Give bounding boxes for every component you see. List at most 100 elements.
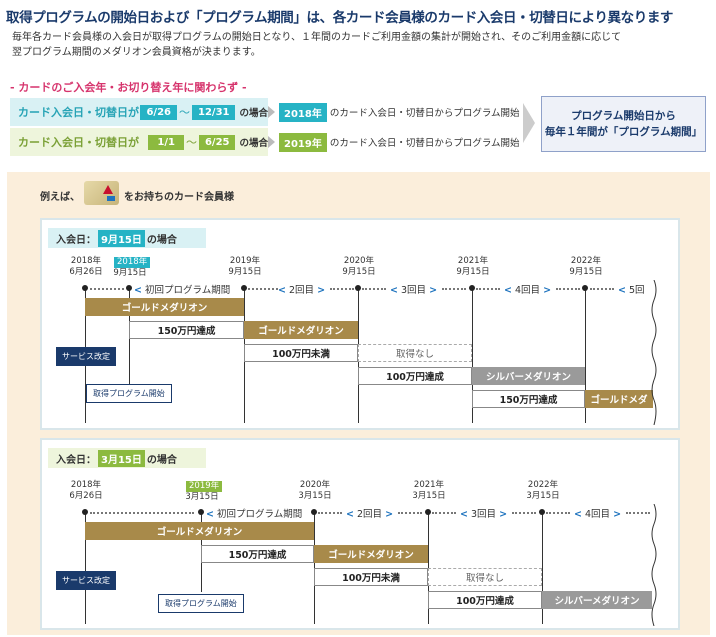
arrow-right-icon [523,103,535,143]
program-period-summary: プログラム開始日から 毎年１年間が「プログラム期間」 [541,96,706,152]
bar-none: 取得なし [358,344,472,362]
timeline-dot [469,285,475,291]
condition-result-2019: 2019年 のカード入会日・切替日からプログラム開始 [279,128,534,156]
timeline-dot [198,509,204,515]
period-label-2: < 2回目 > [346,509,394,520]
bar-gold-medallion: ゴールドメダリオン [244,321,358,339]
date-to-chip: 6/25 [198,134,236,150]
condition-row-2018: カード入会日・切替日が 6/26 ～ 12/31 の場合 [10,98,268,126]
timeline-dot [241,285,247,291]
timeline-marker-line [585,288,586,423]
summary-line-2: 毎年１年間が「プログラム期間」 [544,126,703,138]
period-label-4: < 4回目 > [504,285,552,296]
timeline-dotted-axis [476,288,500,290]
summary-line-1: プログラム開始日から [571,110,676,122]
period-label-4: < 4回目 > [574,509,622,520]
bar-spend-under: 100万円未満 [314,568,428,586]
date-to-chip: 12/31 [192,104,236,120]
case-suffix: の場合 [239,108,268,119]
timeline-dotted-axis [318,512,342,514]
timeline-marker-line [542,512,543,624]
example-suffix: をお持ちのカード会員様 [124,192,234,203]
chevron-right-icon [268,136,275,148]
period-label-2: < 2回目 > [278,285,326,296]
timeline-dotted-axis [330,288,354,290]
tilde: ～ [179,106,190,119]
note-label: - カードのご入会年・お切り替え年に関わらず - [10,81,247,94]
result-text: のカード入会日・切替日からプログラム開始 [329,108,520,119]
tick-year-chip: 2019年 [186,481,223,492]
timeline-marker-line [472,288,473,423]
timeline-dotted-axis [442,288,466,290]
condition-row-2019: カード入会日・切替日が 1/1 ～ 6/25 の場合 [10,128,268,156]
date-from-chip: 6/26 [140,104,177,120]
timeline-dotted-axis [512,512,536,514]
timeline-dotted-axis [556,288,580,290]
bar-spend-achieved: 150万円達成 [201,545,314,563]
bar-spend-achieved: 150万円達成 [129,321,244,339]
tick-label: 9月15日 [113,268,147,278]
condition-result-2018: 2018年 のカード入会日・切替日からプログラム開始 [279,98,534,126]
title-prefix: 入会日： [56,454,96,466]
example-prefix: 例えば、 [40,192,80,203]
timeline-dotted-axis [626,512,650,514]
chevron-right-icon [268,106,275,118]
bar-silver-medallion: シルバーメダリオン [542,591,652,609]
bar-gold-medallion: ゴールドメダリオン [85,298,244,316]
intro-text: 毎年各カード会員様の入会日が取得プログラムの開始日となり、１年間のカードご利用金… [12,30,702,60]
period-label-1: < 初回プログラム期間 [134,285,231,296]
bar-spend-achieved: 100万円達成 [358,367,472,385]
timeline-dot [425,509,431,515]
timeline-dot [82,509,88,515]
timeline-dot [539,509,545,515]
year-chip: 2019年 [279,132,327,152]
delta-gold-card-icon [84,181,119,205]
intro-line-1: 毎年各カード会員様の入会日が取得プログラムの開始日となり、１年間のカードご利用金… [12,32,622,43]
panel-title: 入会日： 9月15日 の場合 [48,228,206,248]
period-label-5: < 5回 [618,285,645,296]
page-heading: 取得プログラムの開始日および「プログラム期間」は、各カード会員様のカード入会日・… [6,10,674,26]
bar-spend-achieved: 100万円達成 [428,591,542,609]
case-suffix: の場合 [239,138,268,149]
timeline-dot [355,285,361,291]
bar-gold-medallion: ゴールドメダリオン [314,545,428,563]
result-text: のカード入会日・切替日からプログラム開始 [329,138,520,149]
timeline-dotted-axis [248,288,278,290]
torn-edge [651,504,657,626]
program-start-badge: 取得プログラム開始 [86,384,172,403]
timeline-dotted-axis [432,512,456,514]
row-label: カード入会日・切替日が [18,136,139,149]
year-chip: 2018年 [279,102,327,122]
torn-edge [651,280,657,425]
period-label-3: < 3回目 > [390,285,438,296]
timeline-marker-line [85,512,86,624]
title-suffix: の場合 [146,234,177,246]
service-revision-badge: サービス改定 [56,571,116,590]
bar-spend-achieved: 150万円達成 [472,390,585,408]
tick-year-chip: 2018年 [114,257,151,268]
bar-gold-medallion: ゴールドメダ [585,390,653,408]
timeline-dotted-axis [90,288,124,290]
timeline-dotted-axis [362,288,386,290]
timeline-dot [311,509,317,515]
title-date: 9月15日 [98,229,145,247]
program-start-badge: 取得プログラム開始 [158,594,244,613]
timeline-dot [82,285,88,291]
intro-line-2: 翌プログラム期間のメダリオン会員資格が決まります。 [12,47,261,58]
tick-label: 3月15日 [185,492,219,502]
bar-gold-medallion: ゴールドメダリオン [85,522,314,540]
period-label-3: < 3回目 > [460,509,508,520]
timeline-dot [582,285,588,291]
period-label-1: < 初回プログラム期間 [206,509,303,520]
title-suffix: の場合 [146,454,177,466]
tilde: ～ [185,136,197,149]
row-label: カード入会日・切替日が [18,106,139,119]
